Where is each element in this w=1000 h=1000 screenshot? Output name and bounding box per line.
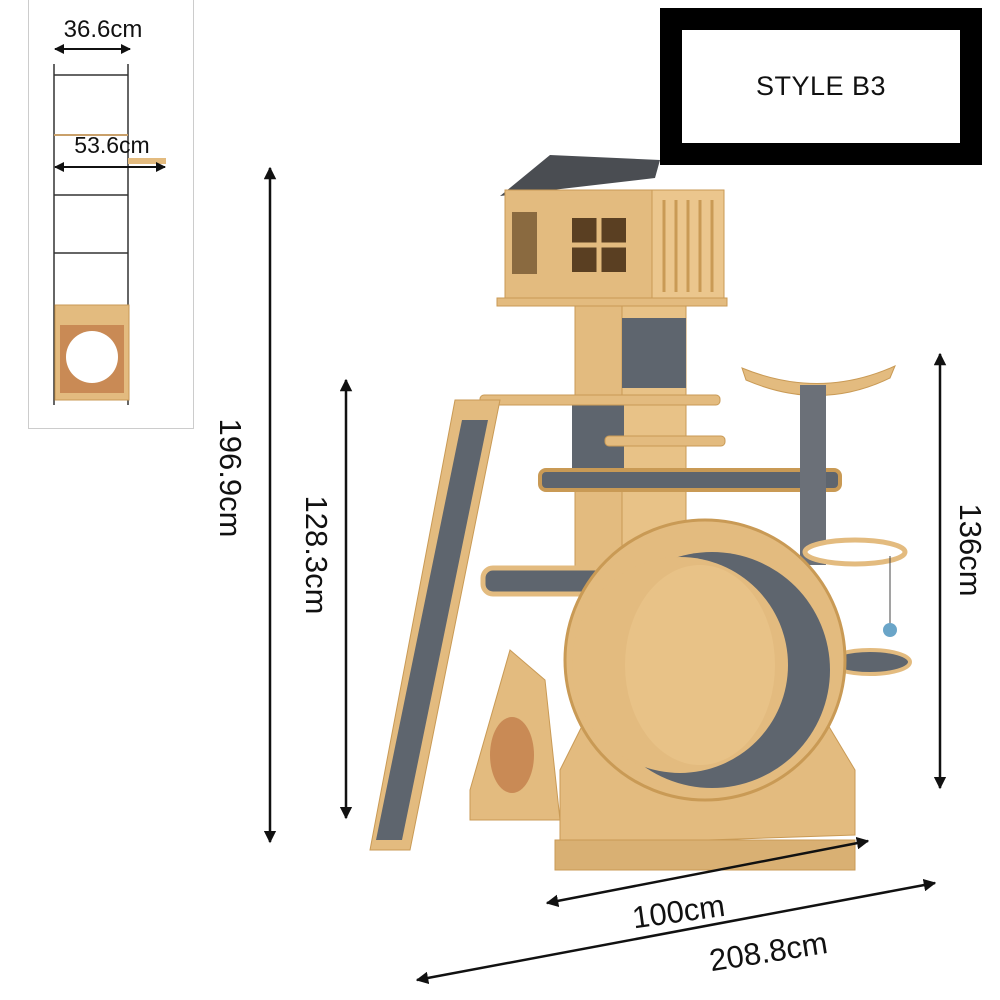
side-tower-height-label: 136cm — [953, 503, 988, 596]
dimension-side-tower-height: 136cm — [933, 352, 988, 790]
side-view-inset — [28, 0, 194, 429]
ramp-height-label: 128.3cm — [299, 496, 334, 615]
total-width-label: 208.8cm — [707, 925, 830, 978]
cat-tree-illustration — [369, 155, 912, 871]
inset-side-view: 36.6cm 53.6cm — [53, 16, 166, 405]
inset-width-platform-label: 53.6cm — [74, 132, 149, 158]
style-label: STYLE B3 — [755, 71, 887, 101]
total-height-label: 196.9cm — [213, 419, 248, 538]
inset-width-top-label: 36.6cm — [64, 16, 143, 43]
style-label-box: STYLE B3 — [660, 8, 982, 165]
dimension-total-height: 196.9cm — [213, 166, 277, 844]
dimension-ramp-height: 128.3cm — [299, 378, 353, 820]
wheel-base-width-label: 100cm — [630, 888, 727, 936]
